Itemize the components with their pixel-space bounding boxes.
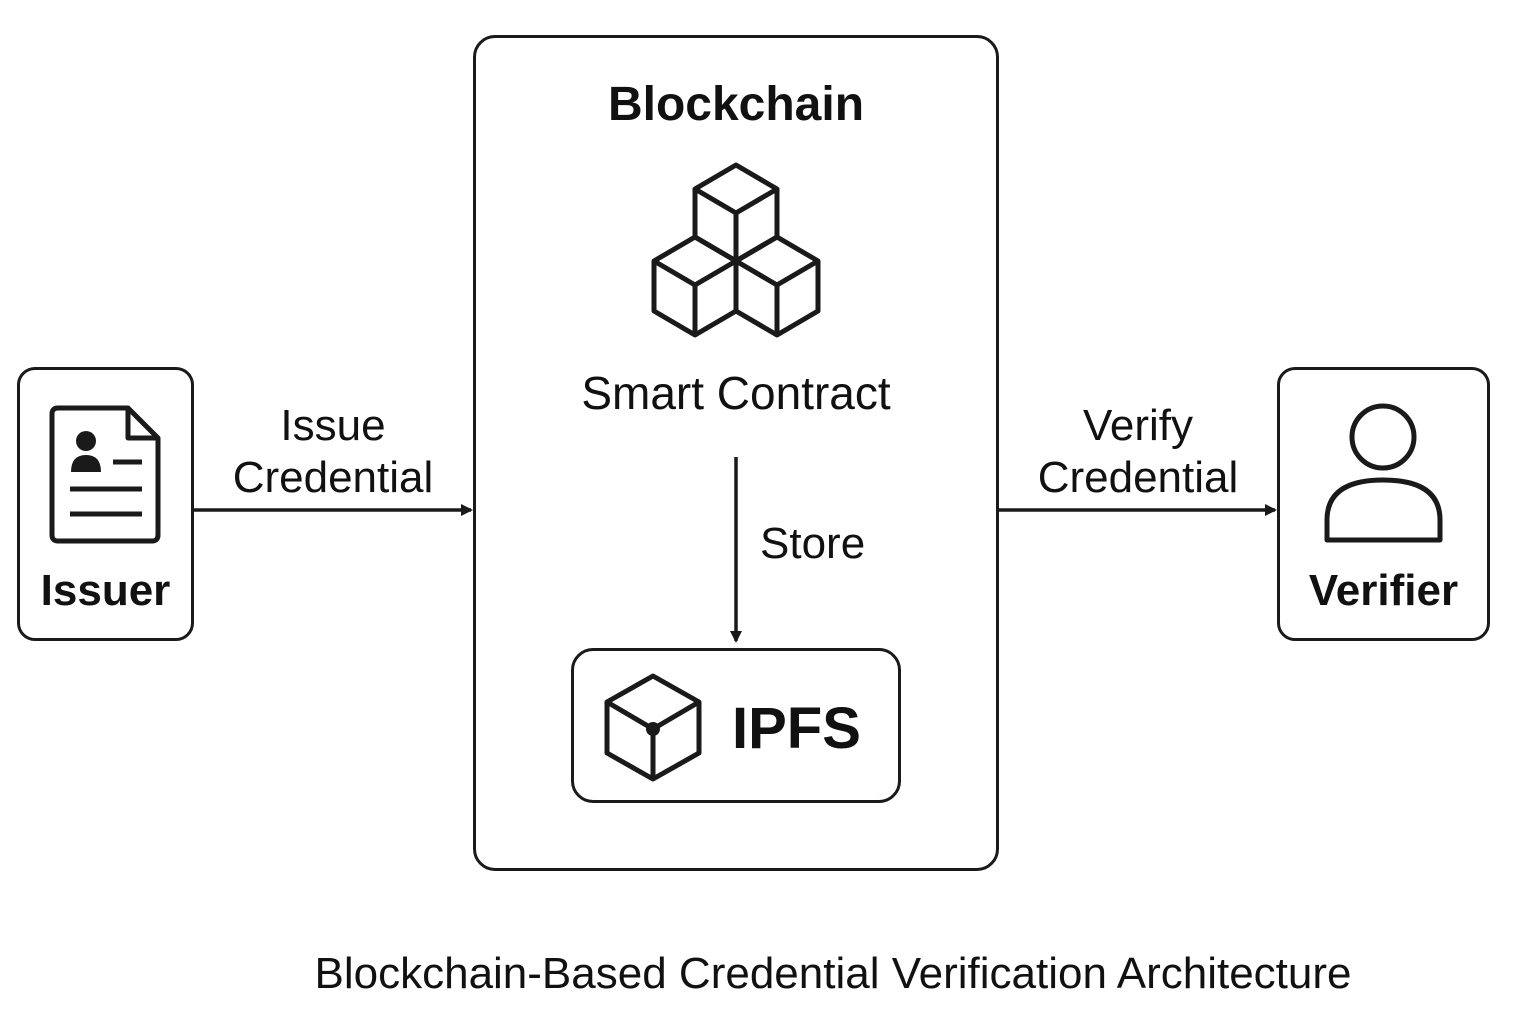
verify-edge-label-line1: Verify (1082, 401, 1194, 450)
verify-edge-label: Verify Credential (1018, 400, 1258, 504)
user-icon (1324, 403, 1443, 543)
issuer-node (17, 367, 194, 641)
diagram-caption: Blockchain-Based Credential Verification… (314, 949, 1352, 998)
blockchain-title: Blockchain (607, 78, 865, 131)
verifier-label: Verifier (1308, 566, 1459, 615)
issuer-label: Issuer (40, 566, 171, 615)
issue-edge-label: Issue Credential (213, 400, 453, 504)
issue-edge-label-line2: Credential (232, 453, 434, 502)
verify-edge-label-line2: Credential (1037, 453, 1239, 502)
ipfs-cube-icon (604, 673, 702, 782)
issue-edge-label-line1: Issue (280, 401, 386, 450)
cubes-icon (651, 162, 821, 338)
ipfs-label: IPFS (732, 696, 861, 761)
verifier-node (1277, 367, 1490, 641)
credential-document-icon (49, 405, 161, 544)
ipfs-node (571, 648, 901, 803)
store-edge-label: Store (760, 519, 866, 568)
smart-contract-label: Smart Contract (581, 367, 891, 419)
